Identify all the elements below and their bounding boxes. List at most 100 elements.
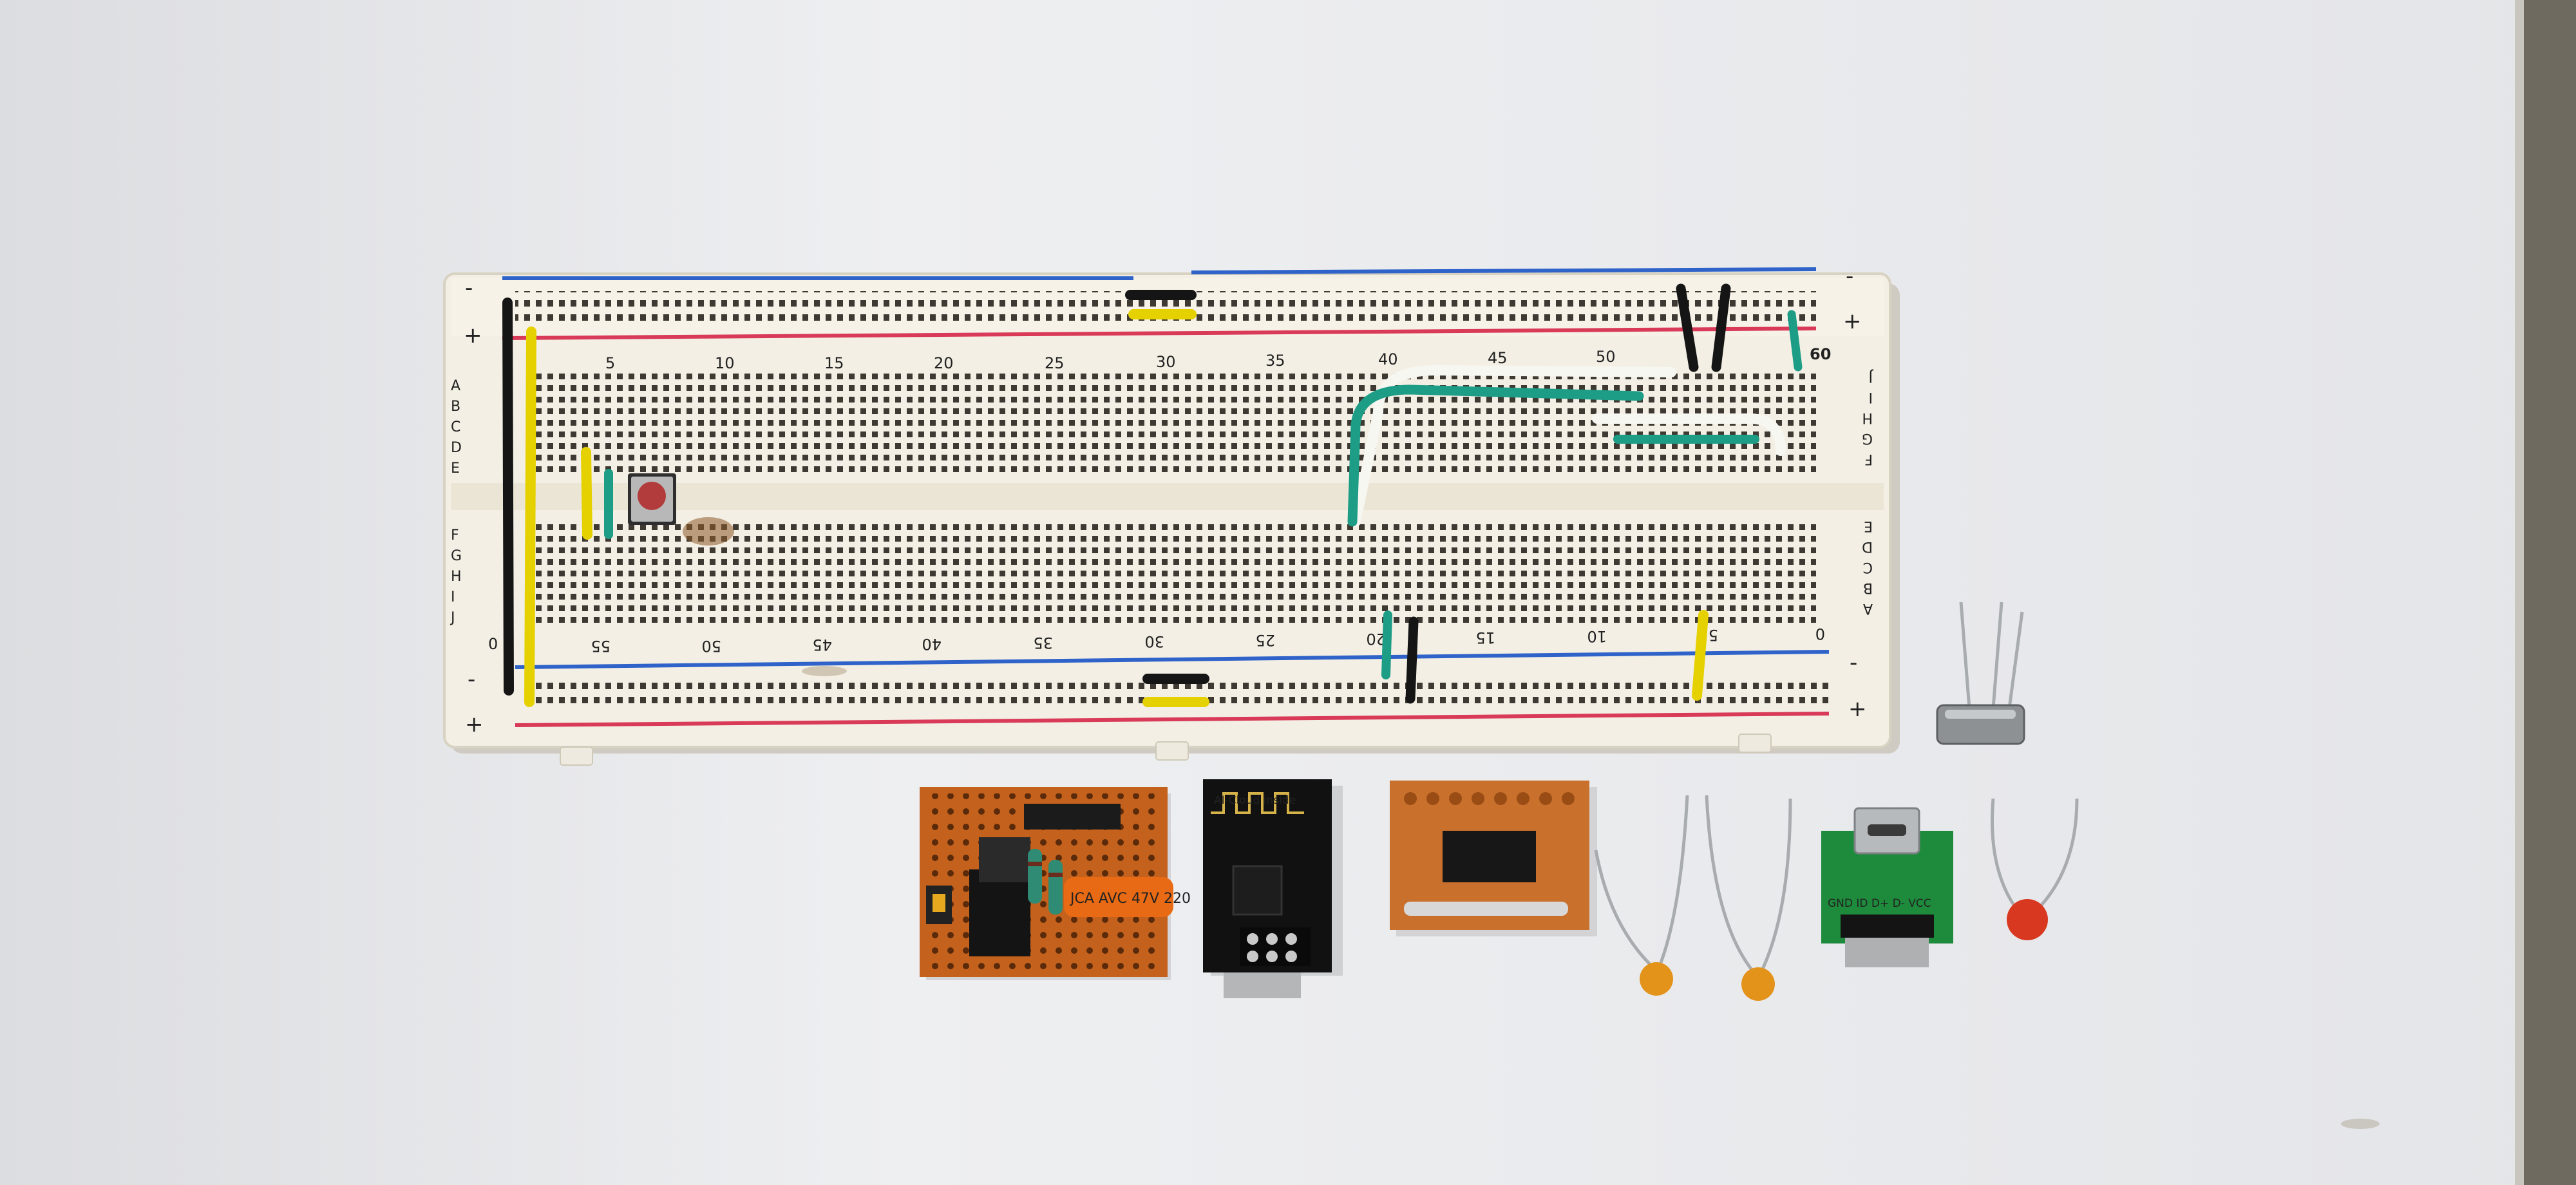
resistor — [1028, 849, 1042, 904]
col-num-bottom: 15 — [1475, 629, 1495, 647]
col-num-top: 35 — [1265, 352, 1285, 370]
top-blue-line-2 — [1191, 267, 1817, 274]
capacitor-lead — [1656, 795, 1689, 970]
dirt-smudge — [802, 666, 847, 676]
col-num-top: 30 — [1156, 353, 1176, 371]
black-vertical-wire — [502, 298, 514, 696]
usb-pin-legs — [1845, 938, 1929, 967]
bottom-blue-line — [515, 650, 1830, 669]
pad — [1494, 792, 1507, 805]
red-cap-body — [2007, 899, 2048, 940]
green-jumper-right — [1787, 310, 1803, 372]
row-letter: C — [451, 419, 460, 435]
col-num-top: 10 — [715, 354, 735, 372]
rail-minus-bottom-left: - — [468, 667, 475, 692]
usb-pin-labels: GND ID D+ D- VCC — [1828, 897, 1931, 910]
pad — [1426, 792, 1439, 805]
col-num-top: 45 — [1488, 349, 1508, 367]
crystal-oscillator — [1936, 602, 2025, 745]
white-short-wire — [1592, 413, 1786, 456]
col-num-bottom: 30 — [1144, 632, 1164, 650]
col-num-top: 5 — [605, 354, 615, 372]
esp-pin — [1285, 951, 1297, 962]
perfboard-module: JCA AVC 47V 220 — [920, 787, 1191, 980]
debris-spot — [2341, 1119, 2380, 1129]
soic-chip — [1443, 831, 1536, 882]
button-cap — [638, 482, 666, 510]
esp-pin — [1247, 933, 1258, 945]
col-num-top: 40 — [1378, 350, 1398, 368]
burn-mark — [683, 517, 734, 545]
row-letter: E — [451, 460, 460, 477]
right-row-letters: J I H G F E D C B A — [1862, 368, 1874, 616]
rail-plus-bottom-left: + — [465, 712, 484, 737]
electrolytic-capacitor — [1064, 877, 1173, 917]
esp-pin-legs — [1224, 972, 1301, 998]
row-letter: C — [1863, 559, 1873, 575]
crystal-lead — [1991, 602, 2003, 709]
yellow-lower-wire — [1692, 610, 1709, 701]
pad — [1404, 792, 1417, 805]
esp-pin — [1266, 951, 1278, 962]
col-num-top: 15 — [824, 354, 844, 372]
resistor-band — [1048, 873, 1063, 877]
board-clip — [1738, 734, 1772, 753]
bottom-red-line — [515, 712, 1830, 727]
col-num-bottom: 0 — [1815, 625, 1825, 643]
soic-pads-top — [1404, 792, 1575, 805]
row-letter: G — [451, 548, 462, 564]
capacitor-lead — [1594, 849, 1656, 971]
ceramic-capacitor-2 — [1705, 795, 1792, 1001]
esp-antenna-trace — [1211, 792, 1304, 814]
col-num-top: 60 — [1810, 345, 1831, 363]
black-lower-wire — [1405, 616, 1419, 704]
soic-breakout-board — [1390, 781, 1597, 936]
board-clip — [560, 746, 593, 766]
col-num-bottom: 40 — [922, 635, 942, 653]
slide-switch-knob — [933, 894, 945, 912]
col-num-top: 25 — [1045, 354, 1065, 372]
table-edge-highlight — [2515, 0, 2524, 1185]
usb-port — [1868, 824, 1906, 836]
pin-header — [1024, 804, 1121, 830]
col-num-top: 50 — [1596, 348, 1616, 366]
row-letter: J — [1869, 368, 1875, 384]
ceramic-cap-body — [1640, 962, 1673, 996]
red-ceramic-capacitor — [1991, 798, 2079, 940]
row-letter: A — [451, 378, 460, 394]
solder-blobs — [1404, 902, 1568, 916]
rail-plus-bottom-right: + — [1848, 696, 1867, 722]
zero-mark: 0 — [488, 635, 498, 653]
table-edge — [2521, 0, 2576, 1185]
col-num-bottom: 10 — [1587, 627, 1607, 645]
row-letter: E — [1864, 518, 1873, 534]
left-row-letters: A B C D E F G H I J — [450, 378, 462, 626]
white-long-wire — [1350, 365, 1676, 527]
row-letter: D — [451, 440, 462, 456]
rail-plus-top-left: + — [464, 323, 482, 348]
center-channel — [451, 483, 1884, 510]
row-letter: D — [1862, 538, 1873, 555]
pad — [1449, 792, 1462, 805]
pad — [1472, 792, 1484, 805]
yellow-vertical-wire — [524, 327, 536, 707]
row-letter: A — [1863, 600, 1873, 616]
row-letter: I — [451, 589, 455, 605]
top-red-line — [502, 327, 1817, 340]
board-clip — [1155, 741, 1189, 761]
green-lower-wire — [1381, 611, 1392, 679]
pad — [1562, 792, 1575, 805]
col-num-bottom: 25 — [1255, 631, 1275, 649]
rail-minus-top-left: - — [465, 275, 473, 301]
resistor-band — [1028, 862, 1042, 866]
yellow-short-wire — [581, 447, 592, 540]
esp01-wifi-module: AI-Cloud inside — [1203, 779, 1343, 998]
tactile-push-button — [628, 473, 676, 525]
pad — [1517, 792, 1530, 805]
row-letter: F — [1864, 451, 1873, 467]
capacitor-lead — [1757, 798, 1792, 977]
lower-terminal-holes — [535, 518, 1816, 625]
ceramic-capacitor-1 — [1594, 795, 1689, 996]
rail-plus-top-right: + — [1843, 308, 1862, 334]
